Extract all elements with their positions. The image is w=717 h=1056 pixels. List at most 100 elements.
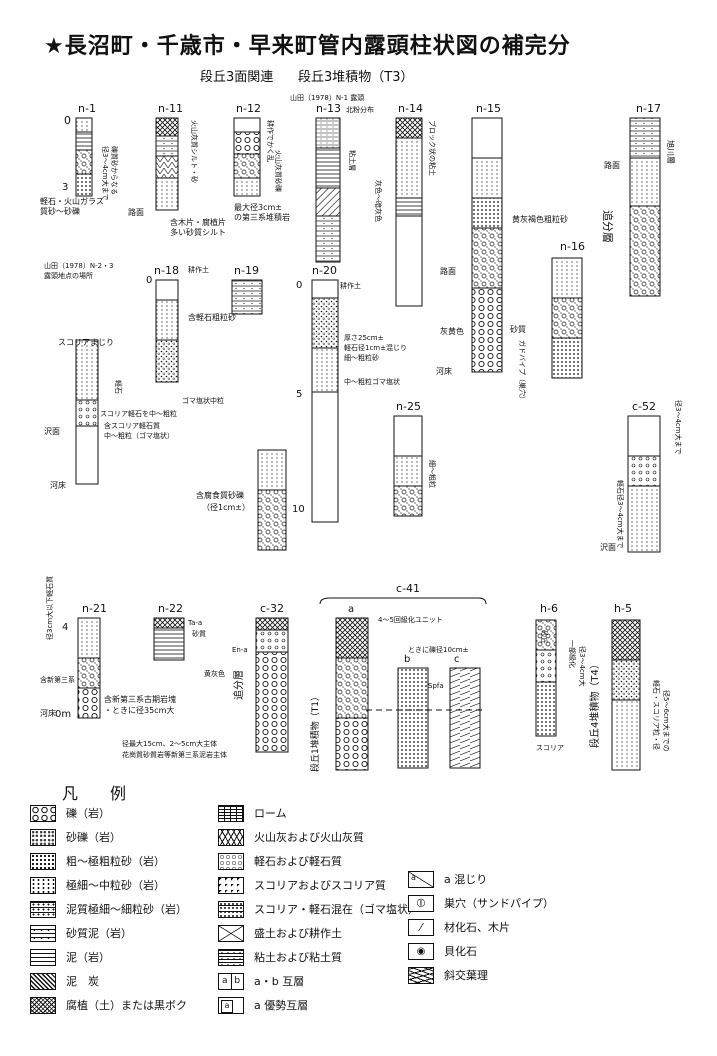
svg-text:河床: 河床 (50, 480, 66, 490)
svg-text:多い砂質シルト: 多い砂質シルト (170, 227, 226, 237)
svg-text:砂質: 砂質 (510, 324, 526, 334)
svg-text:n-22: n-22 (158, 602, 183, 615)
legend-shell: ◉貝化石 (408, 940, 477, 962)
legend-wood: ⁄材化石、木片 (408, 916, 510, 938)
svg-text:段丘4堆積物（T4）: 段丘4堆積物（T4） (588, 659, 601, 748)
svg-text:軽石径1cm±混じり: 軽石径1cm±混じり (344, 343, 407, 352)
svg-text:灰黄色: 灰黄色 (440, 326, 464, 336)
legend-burrow: ⦶巣穴（サンドパイプ） (408, 892, 554, 914)
column-n-14: n-14 ブロック状の粘土 (395, 102, 437, 307)
column-h-5: h-5 段丘4堆積物（T4） 軽石・スコリア粒・径 径5～6cm大までの (588, 602, 671, 771)
svg-text:n-16: n-16 (560, 240, 585, 253)
svg-text:中～粗粒（ゴマ塩状）: 中～粗粒（ゴマ塩状） (104, 431, 174, 440)
svg-text:灰色～暗灰色: 灰色～暗灰色 (374, 180, 383, 222)
swatch-mud (30, 948, 56, 966)
svg-text:含新第三系: 含新第三系 (40, 675, 75, 684)
swatch-humus (30, 996, 56, 1014)
svg-text:Spfa: Spfa (428, 682, 444, 690)
svg-text:含新第三系古期岩塊: 含新第三系古期岩塊 (104, 694, 176, 704)
legend-coarse-sand: 粗～極粗粒砂（岩） (30, 850, 165, 872)
svg-text:中～粗粒ゴマ塩状: 中～粗粒ゴマ塩状 (344, 377, 400, 386)
column-n-16: n-16 砂質 灰黄色 ガドバイプ（巣穴） 河床 (436, 240, 585, 403)
svg-text:山田（1978）N-2・3: 山田（1978）N-2・3 (44, 261, 113, 270)
svg-text:路面: 路面 (440, 266, 456, 276)
svg-text:含木片・腐植片: 含木片・腐植片 (170, 217, 226, 227)
svg-text:n-21: n-21 (82, 602, 107, 615)
svg-text:黄灰褐色粗粒砂: 黄灰褐色粗粒砂 (512, 214, 568, 224)
svg-text:路面: 路面 (128, 207, 144, 217)
svg-text:径3～4cm大まで: 径3～4cm大まで (674, 400, 683, 455)
swatch-peat (30, 972, 56, 990)
depth-label-0m: 0m (55, 709, 71, 720)
svg-text:耕作土: 耕作土 (188, 265, 209, 274)
svg-text:h-6: h-6 (540, 602, 558, 615)
svg-text:細～粗粒: 細～粗粒 (428, 460, 437, 488)
legend-humus: 腐植（土）または黒ボク (30, 994, 187, 1016)
svg-text:n-13: n-13 (316, 102, 341, 115)
depth-label-3: 3 (62, 182, 68, 193)
swatch-aonly: a (218, 996, 244, 1014)
svg-text:Ta-a: Ta-a (187, 619, 202, 627)
legend-sandy-mud: 砂質泥（岩） (30, 922, 132, 944)
column-n-22: n-22 Ta-a 砂質 黄灰色 (153, 602, 225, 678)
svg-text:n-14: n-14 (398, 102, 423, 115)
svg-text:河床: 河床 (40, 708, 56, 718)
column-n-11: n-11 火山灰質シルト・砂 含木片・腐植片 多い砂質シルト 路面 (128, 102, 226, 237)
swatch-sandgravel (30, 828, 56, 846)
legend-clay: 粘土および粘土質 (218, 946, 342, 968)
swatch-scoria (218, 876, 244, 894)
svg-text:ブロック状の粘土: ブロック状の粘土 (428, 120, 437, 176)
svg-text:路面: 路面 (604, 160, 620, 170)
svg-text:スコリアまじり: スコリアまじり (58, 338, 114, 347)
svg-text:n-18: n-18 (154, 264, 179, 277)
svg-text:軽石径3～4cm大まで: 軽石径3～4cm大まで (616, 480, 625, 549)
svg-text:n-11: n-11 (158, 102, 183, 115)
legend-fine-sand: 極細～中粒砂（岩） (30, 874, 165, 896)
legend-sandgravel: 砂礫（岩） (30, 826, 121, 848)
svg-text:火山灰質砂礫: 火山灰質砂礫 (274, 150, 283, 192)
svg-text:c-52: c-52 (632, 400, 656, 413)
svg-text:砂質: 砂質 (192, 629, 206, 638)
columnar-sections-diagram: 0 3 0 0 5 10 4 0m n-1 径3～4cm大まで 礫質砂からなる … (40, 93, 683, 772)
svg-text:礫質砂からなる: 礫質砂からなる (110, 146, 119, 195)
legend-scoria: スコリアおよびスコリア質 (218, 874, 386, 896)
swatch-fine (30, 876, 56, 894)
svg-text:径3～4cm大まで: 径3～4cm大まで (101, 146, 110, 201)
svg-text:一部級化: 一部級化 (568, 640, 577, 668)
swatch-mix (218, 900, 244, 918)
swatch-muddysand (30, 900, 56, 918)
svg-text:軽石: 軽石 (114, 380, 123, 394)
column-c-41: c-41 a b c 4～5回級化ユニット ときに礫径10cm± Spfa 段丘… (309, 582, 487, 772)
legend-scoria-pumice-mix: スコリア・軽石混在（ゴマ塩状） (218, 898, 419, 920)
svg-text:含軽石粗粒砂: 含軽石粗粒砂 (188, 312, 236, 322)
legend-loam: ローム (218, 802, 287, 824)
column-n-20: n-20 耕作土 厚さ25cm± 軽石径1cm±混じり 細～粗粒砂 中～粗粒ゴマ… (311, 264, 407, 523)
svg-text:質砂～砂礫: 質砂～砂礫 (40, 206, 80, 216)
svg-text:耕作土: 耕作土 (340, 281, 361, 290)
svg-text:耕作でかく乱: 耕作でかく乱 (266, 120, 275, 162)
svg-text:（径1cm±）: （径1cm±） (202, 502, 250, 512)
svg-text:軽石・スコリア粒・径: 軽石・スコリア粒・径 (652, 680, 661, 750)
legend-heading: 凡 例 (62, 784, 135, 803)
subtitle-terrace3: 段丘3面関連 (200, 70, 274, 85)
svg-text:・ときに径35cm大: ・ときに径35cm大 (104, 705, 174, 715)
svg-text:追分層: 追分層 (601, 210, 615, 243)
svg-text:段丘1堆積物（T1）: 段丘1堆積物（T1） (309, 692, 321, 772)
column-n-25: n-25 細～粗粒 (393, 400, 437, 517)
svg-text:沢面: 沢面 (600, 543, 616, 552)
swatch-gravel (30, 804, 56, 822)
swatch-coarse (30, 852, 56, 870)
column-n-18: n-18 耕作土 含軽石粗粒砂 スコリアまじり 軽石 ゴマ塩状中粒 スコリア軽石… (44, 264, 236, 490)
svg-text:径3～4cm大: 径3～4cm大 (578, 646, 587, 687)
svg-text:山田（1978）N-1 露頭: 山田（1978）N-1 露頭 (290, 93, 364, 102)
svg-text:の第三系堆積岩: の第三系堆積岩 (234, 212, 290, 222)
svg-text:c: c (454, 654, 460, 665)
svg-text:細～粗粒砂: 細～粗粒砂 (344, 353, 379, 362)
svg-text:スコリア軽石を中～粗粒: スコリア軽石を中～粗粒 (100, 409, 177, 418)
legend-cross-bedding: 斜交葉理 (408, 964, 488, 986)
depth-label-0c: 0 (296, 280, 302, 291)
depth-label-0: 0 (64, 114, 71, 127)
